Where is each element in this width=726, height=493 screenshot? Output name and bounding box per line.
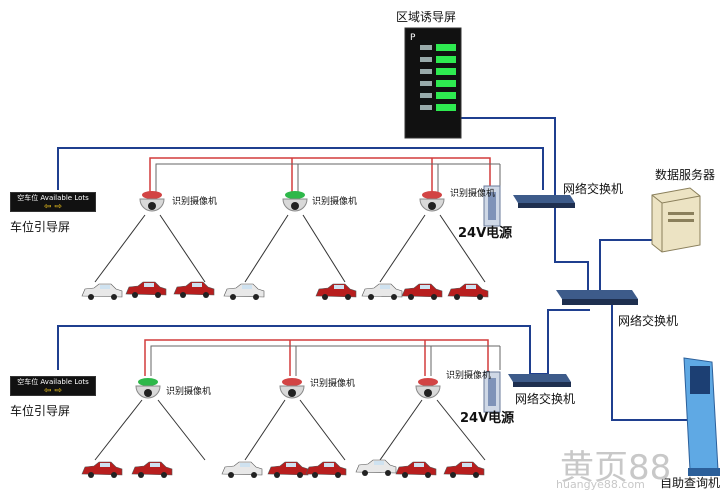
network-switch-label-top: 网络交换机 [563,182,624,196]
car-icon [125,281,167,298]
car-icon [223,283,265,300]
space-guide-sign-bottom: 空车位 Available Lots ⇦ ⇨ [10,376,96,396]
link-lines-top [155,163,501,192]
network-switch-top [513,195,575,208]
camera-icon [419,191,445,212]
car-icon [401,283,443,300]
cameras-layer [135,191,445,399]
power-lines-bottom [144,339,489,376]
car-icon [361,283,403,300]
zone-screen-digits [436,44,456,111]
space-guide-label-top: 车位引导屏 [10,220,71,234]
watermark-sub: huangye88.com [556,478,645,491]
camera-label: 识别摄像机 [172,197,218,207]
camera-icon [282,191,308,212]
kiosk-label: 自助查询机 [660,476,721,490]
power-label-top: 24V电源 [458,226,513,241]
data-server-label: 数据服务器 [655,168,716,182]
car-icon [131,461,173,478]
camera-label: 识别摄像机 [450,189,496,199]
car-icon [305,461,347,478]
kiosk-icon [683,357,720,476]
car-icon [221,461,263,478]
network-switch-bottom [508,374,571,387]
camera-label: 识别摄像机 [166,387,212,397]
car-icon [267,461,309,478]
car-icon [447,283,489,300]
zone-screen-label: 区域诱导屏 [396,10,457,24]
power-label-bottom: 24V电源 [460,411,515,426]
car-icon [443,461,485,478]
data-server-icon [651,187,701,253]
camera-icon [415,378,441,399]
car-icon [173,281,215,298]
camera-icon [139,191,165,212]
camera-icon [135,378,161,399]
camera-label: 识别摄像机 [446,371,492,381]
network-switch-main [556,290,638,305]
space-guide-label-bottom: 车位引导屏 [10,404,71,418]
link-lines-bottom [150,345,501,376]
zone-screen-text [420,45,432,110]
network-switch-label-main: 网络交换机 [618,314,679,328]
watermark-main: 黄页88 [560,448,672,488]
guide-sign-arrows: ⇦ ⇨ [44,202,62,212]
car-icon [315,283,357,300]
car-icon [355,459,397,476]
guide-sign-text: 空车位 Available Lots [17,194,89,202]
svg-text:P: P [410,33,416,43]
zone-guide-screen: P [404,27,462,139]
cars-layer [81,281,489,478]
camera-label: 识别摄像机 [312,197,358,207]
guide-sign-arrows: ⇦ ⇨ [44,386,62,396]
network-switch-label-bottom: 网络交换机 [515,392,576,406]
network-lines [57,117,690,421]
camera-label: 识别摄像机 [310,379,356,389]
camera-icon [279,378,305,399]
guide-sign-text: 空车位 Available Lots [17,378,89,386]
car-icon [81,461,123,478]
power-supply-top [483,185,501,227]
space-guide-sign-top: 空车位 Available Lots ⇦ ⇨ [10,192,96,212]
car-icon [81,283,123,300]
power-lines-top [149,157,491,192]
power-supply-bottom [483,371,501,413]
car-icon [395,461,437,478]
camera-view-lines [94,214,486,461]
